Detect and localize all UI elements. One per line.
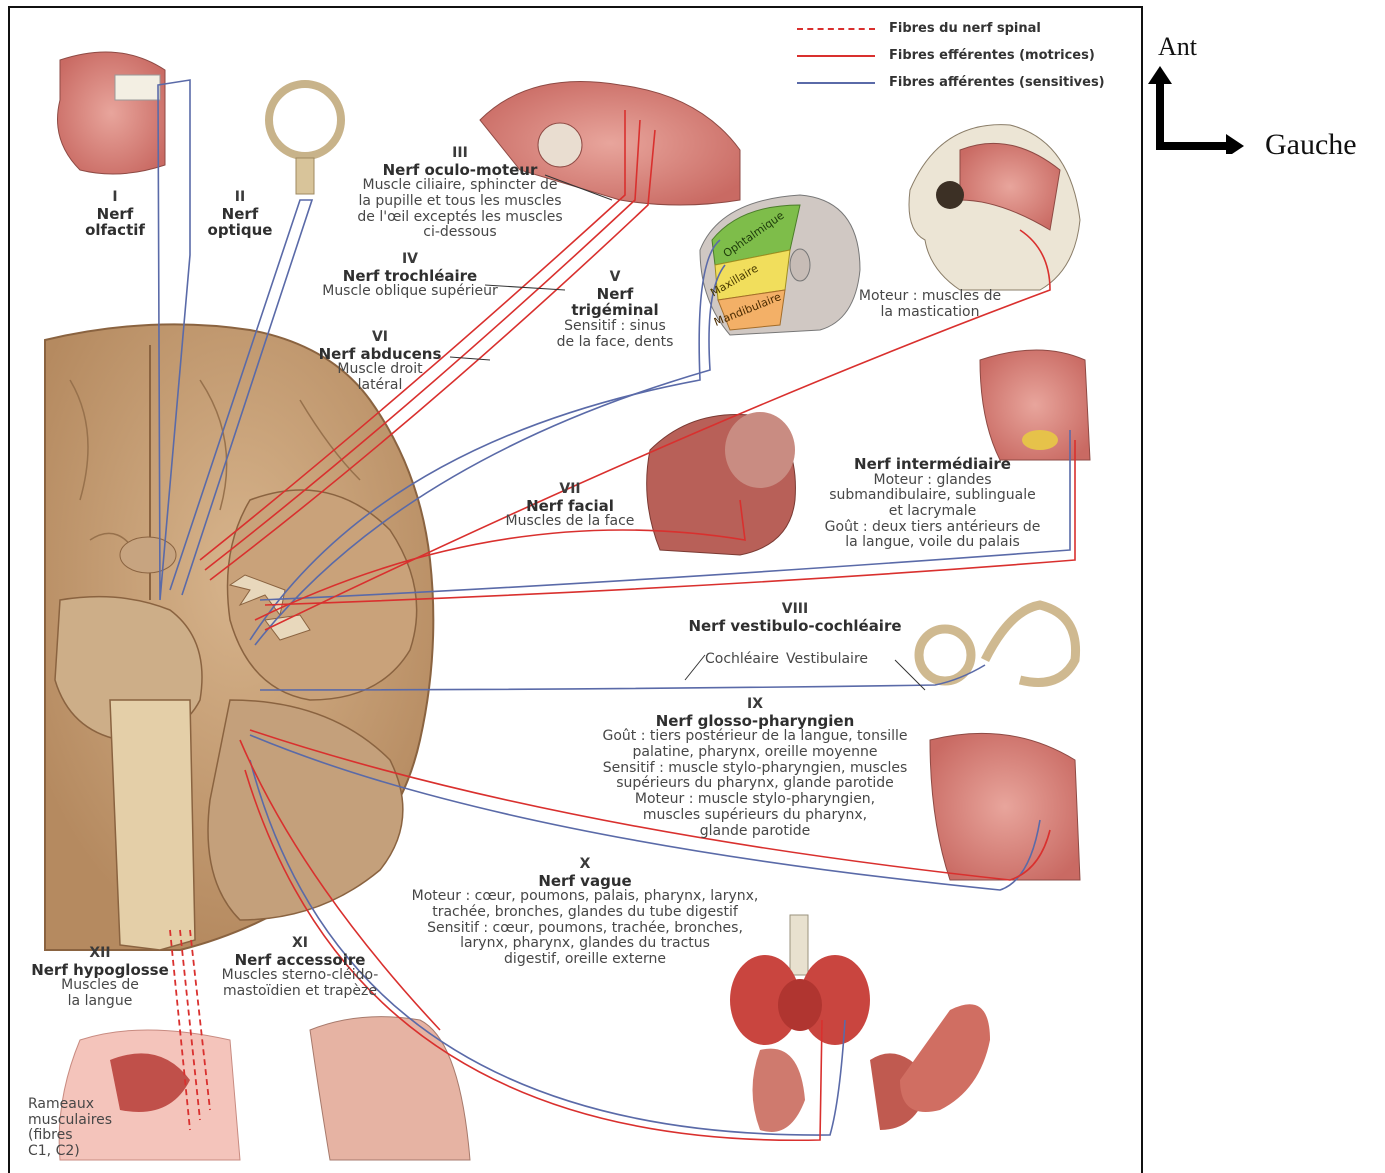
label-nerve-8: VIII Nerf vestibulo-cochléaire xyxy=(670,602,920,634)
label-nerf-intermediaire: Nerf intermédiaire Moteur : glandes subm… xyxy=(805,456,1060,551)
mouth-section-drawing-1 xyxy=(980,350,1090,460)
head-muscles-drawing xyxy=(647,412,796,555)
label-nerve-9: IX Nerf glosso-pharyngien Goût : tiers p… xyxy=(575,697,935,839)
mouth-section-drawing-2 xyxy=(930,733,1080,880)
label-nerve-2: II Nerf optique xyxy=(200,190,280,239)
brain-base-drawing xyxy=(45,324,433,950)
eye-drawing xyxy=(269,84,341,194)
nose-drawing xyxy=(58,52,166,174)
neck-drawing xyxy=(310,1017,470,1160)
legend-efferent-label: Fibres efférentes (motrices) xyxy=(889,48,1095,63)
orientation-arrows-icon xyxy=(1148,64,1248,154)
legend-spinal-label: Fibres du nerf spinal xyxy=(889,21,1041,36)
legend-blue-swatch xyxy=(797,82,875,84)
label-nerve-12: XII Nerf hypoglosse Muscles de la langue xyxy=(25,946,175,1010)
skull-drawing xyxy=(909,125,1080,290)
legend-dashed-swatch xyxy=(797,28,875,30)
label-nerve-11: XI Nerf accessoire Muscles sterno-cléido… xyxy=(205,936,395,1000)
label-nerve-5-motor: Moteur : muscles de la mastication xyxy=(840,289,1020,320)
label-nerve-8-branches: Cochléaire Vestibulaire xyxy=(705,649,905,668)
legend-afferent-label: Fibres afférentes (sensitives) xyxy=(889,75,1105,90)
label-nerve-4: IV Nerf trochléaire Muscle oblique supér… xyxy=(305,252,515,300)
label-rameaux-musculaires: Rameaux musculaires (fibres C1, C2) xyxy=(28,1097,128,1160)
label-nerve-7: VII Nerf facial Muscles de la face xyxy=(490,482,650,530)
legend-afferent: Fibres afférentes (sensitives) xyxy=(797,75,1105,90)
legend-efferent: Fibres efférentes (motrices) xyxy=(797,48,1095,63)
orientation-gauche: Gauche xyxy=(1265,128,1357,162)
legend-spinal: Fibres du nerf spinal xyxy=(797,21,1041,36)
label-nerve-3: III Nerf oculo-moteur Muscle ciliaire, s… xyxy=(340,146,580,241)
inner-ear-drawing xyxy=(919,605,1076,683)
label-nerve-5: V Nerf trigéminal Sensitif : sinus de la… xyxy=(545,270,685,351)
label-nerve-1: I Nerf olfactif xyxy=(85,190,145,239)
label-nerve-10: X Nerf vague Moteur : cœur, poumons, pal… xyxy=(385,857,785,968)
orientation-ant: Ant xyxy=(1158,32,1197,62)
label-nerve-6: VI Nerf abducens Muscle droit latéral xyxy=(305,330,455,394)
legend-red-swatch xyxy=(797,55,875,57)
